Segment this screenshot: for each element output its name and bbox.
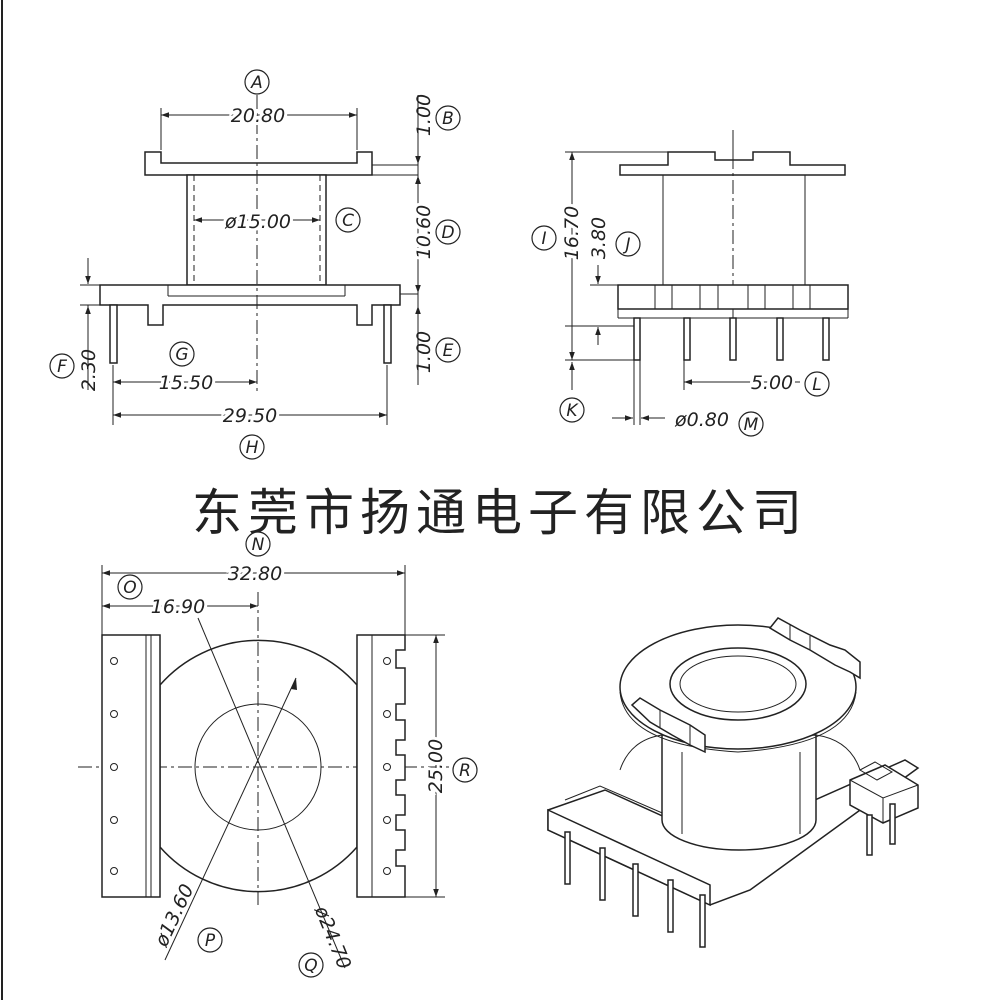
callout-c-label: C: [342, 211, 354, 231]
callout-o-label: O: [123, 578, 136, 598]
callout-b: [435, 105, 461, 131]
iso-pins: [564, 803, 896, 948]
iso-core-body: [661, 734, 817, 851]
company-watermark: 东莞市扬通电子有限公司: [192, 484, 808, 542]
side-base: [617, 284, 849, 310]
side-pin-5: [822, 317, 830, 361]
callout-q: [298, 952, 324, 978]
base-flange: [99, 284, 401, 326]
right-pin-holes: [383, 657, 391, 875]
top-view: 32.80 N 16.90 O 25.00 R ø13.60 P ø24.70 …: [78, 531, 478, 978]
callout-p: [197, 927, 223, 953]
callout-a: [244, 69, 270, 95]
callout-j-label: J: [622, 235, 630, 255]
side-view: 16.70 I 3.80 J K 5.00 L ø0.80 M: [531, 130, 849, 437]
callout-e-label: E: [443, 341, 454, 361]
dim-side-height: 16.70: [561, 206, 583, 260]
dim-overall: 29.50: [223, 405, 277, 427]
dim-width-a: 20.80: [231, 105, 285, 127]
callout-d-label: D: [441, 223, 454, 243]
callout-m: [738, 411, 764, 437]
dim-side-base: 3.80: [588, 217, 610, 259]
callout-c: [335, 207, 361, 233]
dim-pin-offset: 15.50: [159, 372, 213, 394]
front-view: 20.80 A ø15.00 C 1.00 B 10.60 D 1.00 E 2…: [49, 69, 461, 460]
isometric-view: [547, 617, 920, 948]
iso-top-bore: [669, 647, 807, 721]
top-flange: [144, 151, 373, 176]
callout-f: [49, 353, 75, 379]
callout-k: [559, 397, 585, 423]
callout-h: [239, 434, 265, 460]
dim-top-half: 16.90: [151, 596, 205, 618]
callout-d: [435, 219, 461, 245]
front-pin-right: [383, 304, 392, 364]
dim-bore: ø15.00: [224, 211, 291, 233]
callout-h-label: H: [246, 438, 259, 458]
callout-l-label: L: [812, 375, 821, 395]
dim-pin-stub: 2.30: [78, 349, 100, 391]
right-terminal-block: [356, 634, 406, 898]
dim-bottom-flange: 1.00: [413, 331, 435, 373]
side-pin-1: [633, 317, 641, 361]
callout-i-label: I: [541, 229, 546, 249]
dim-top-depth: 25.00: [425, 739, 447, 793]
callout-k-label: K: [566, 401, 579, 421]
iso-tab-front: [630, 697, 706, 754]
side-pin-3: [729, 317, 737, 361]
callout-g-label: G: [175, 345, 188, 365]
iso-right-block: [849, 764, 919, 824]
front-pin-left: [109, 304, 118, 364]
iso-tab-back: [768, 617, 861, 680]
left-terminal-block: [101, 634, 161, 898]
dim-pin-diameter: ø0.80: [674, 409, 729, 431]
callout-f-label: F: [57, 357, 67, 377]
callout-o: [117, 574, 143, 600]
left-pin-holes: [110, 657, 118, 875]
callout-a-label: A: [250, 73, 263, 93]
callout-m-label: M: [744, 415, 759, 435]
callout-l: [804, 371, 830, 397]
callout-i: [531, 225, 557, 251]
side-pin-2: [683, 317, 691, 361]
dim-pin-pitch: 5.00: [751, 372, 793, 394]
callout-n: [245, 531, 271, 557]
callout-p-label: P: [205, 931, 216, 951]
side-pin-4: [776, 317, 784, 361]
callout-j: [615, 231, 641, 257]
side-base-slots: [654, 285, 811, 309]
callout-r: [452, 757, 478, 783]
callout-b-label: B: [442, 109, 454, 129]
callout-r-label: R: [459, 761, 471, 781]
callout-e: [435, 337, 461, 363]
dim-top-width: 32.80: [228, 563, 282, 585]
dim-winding-height: 10.60: [413, 205, 435, 259]
callout-q-label: Q: [304, 956, 317, 976]
callout-n-label: N: [252, 535, 265, 555]
callout-g: [169, 341, 195, 367]
dim-top-flange: 1.00: [413, 94, 435, 136]
